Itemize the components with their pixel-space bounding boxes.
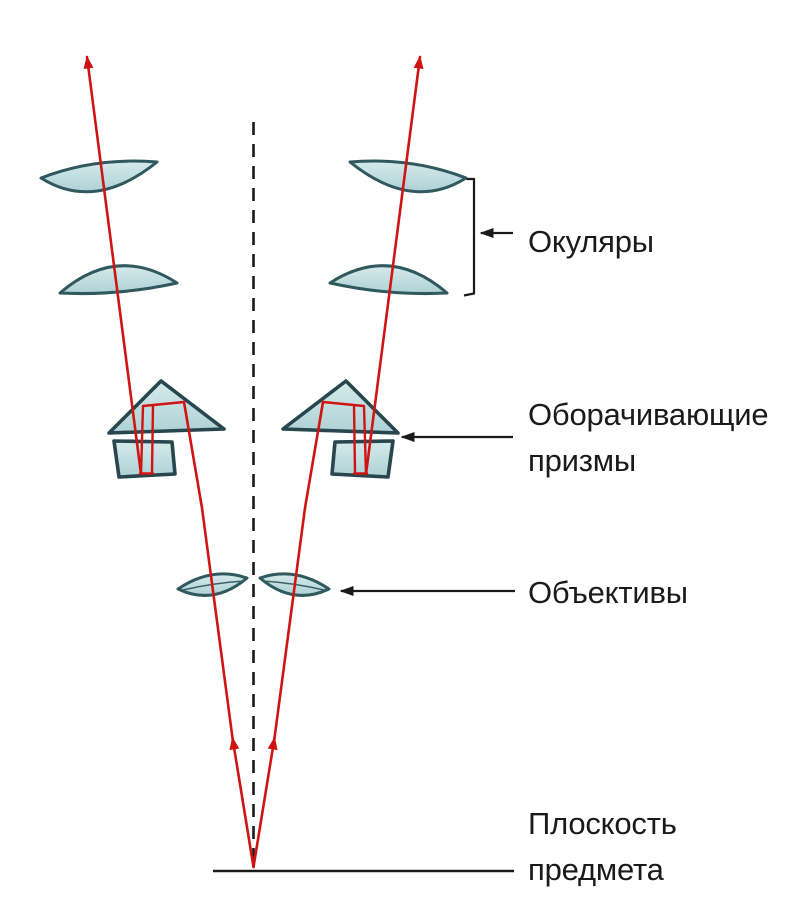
label-object-plane-line2: предмета [528,852,664,887]
left-optical-channel [39,55,255,869]
right-optical-channel [254,57,467,867]
erecting-prism-head [107,379,226,435]
label-object-plane: Плоскость предмета [528,801,677,893]
eyepiece-eye-lens [39,159,159,194]
label-objectives: Объективы [528,575,688,610]
erecting-prism-shaft [112,439,177,479]
label-erecting-prisms-line2: призмы [528,443,636,478]
label-erecting-prisms: Оборачивающие призмы [528,392,769,484]
light-ray-to-eye [83,55,143,476]
light-ray-through-objective [182,400,234,740]
eyepiece-field-lens [58,264,179,296]
label-object-plane-line1: Плоскость [528,806,677,841]
light-ray-from-object [229,736,255,869]
prism-folded-ray-rectangle [138,400,186,476]
label-erecting-prisms-line1: Оборачивающие [528,397,769,432]
eyepieces-bracket [463,177,476,297]
label-eyepieces: Окуляры [528,224,654,259]
